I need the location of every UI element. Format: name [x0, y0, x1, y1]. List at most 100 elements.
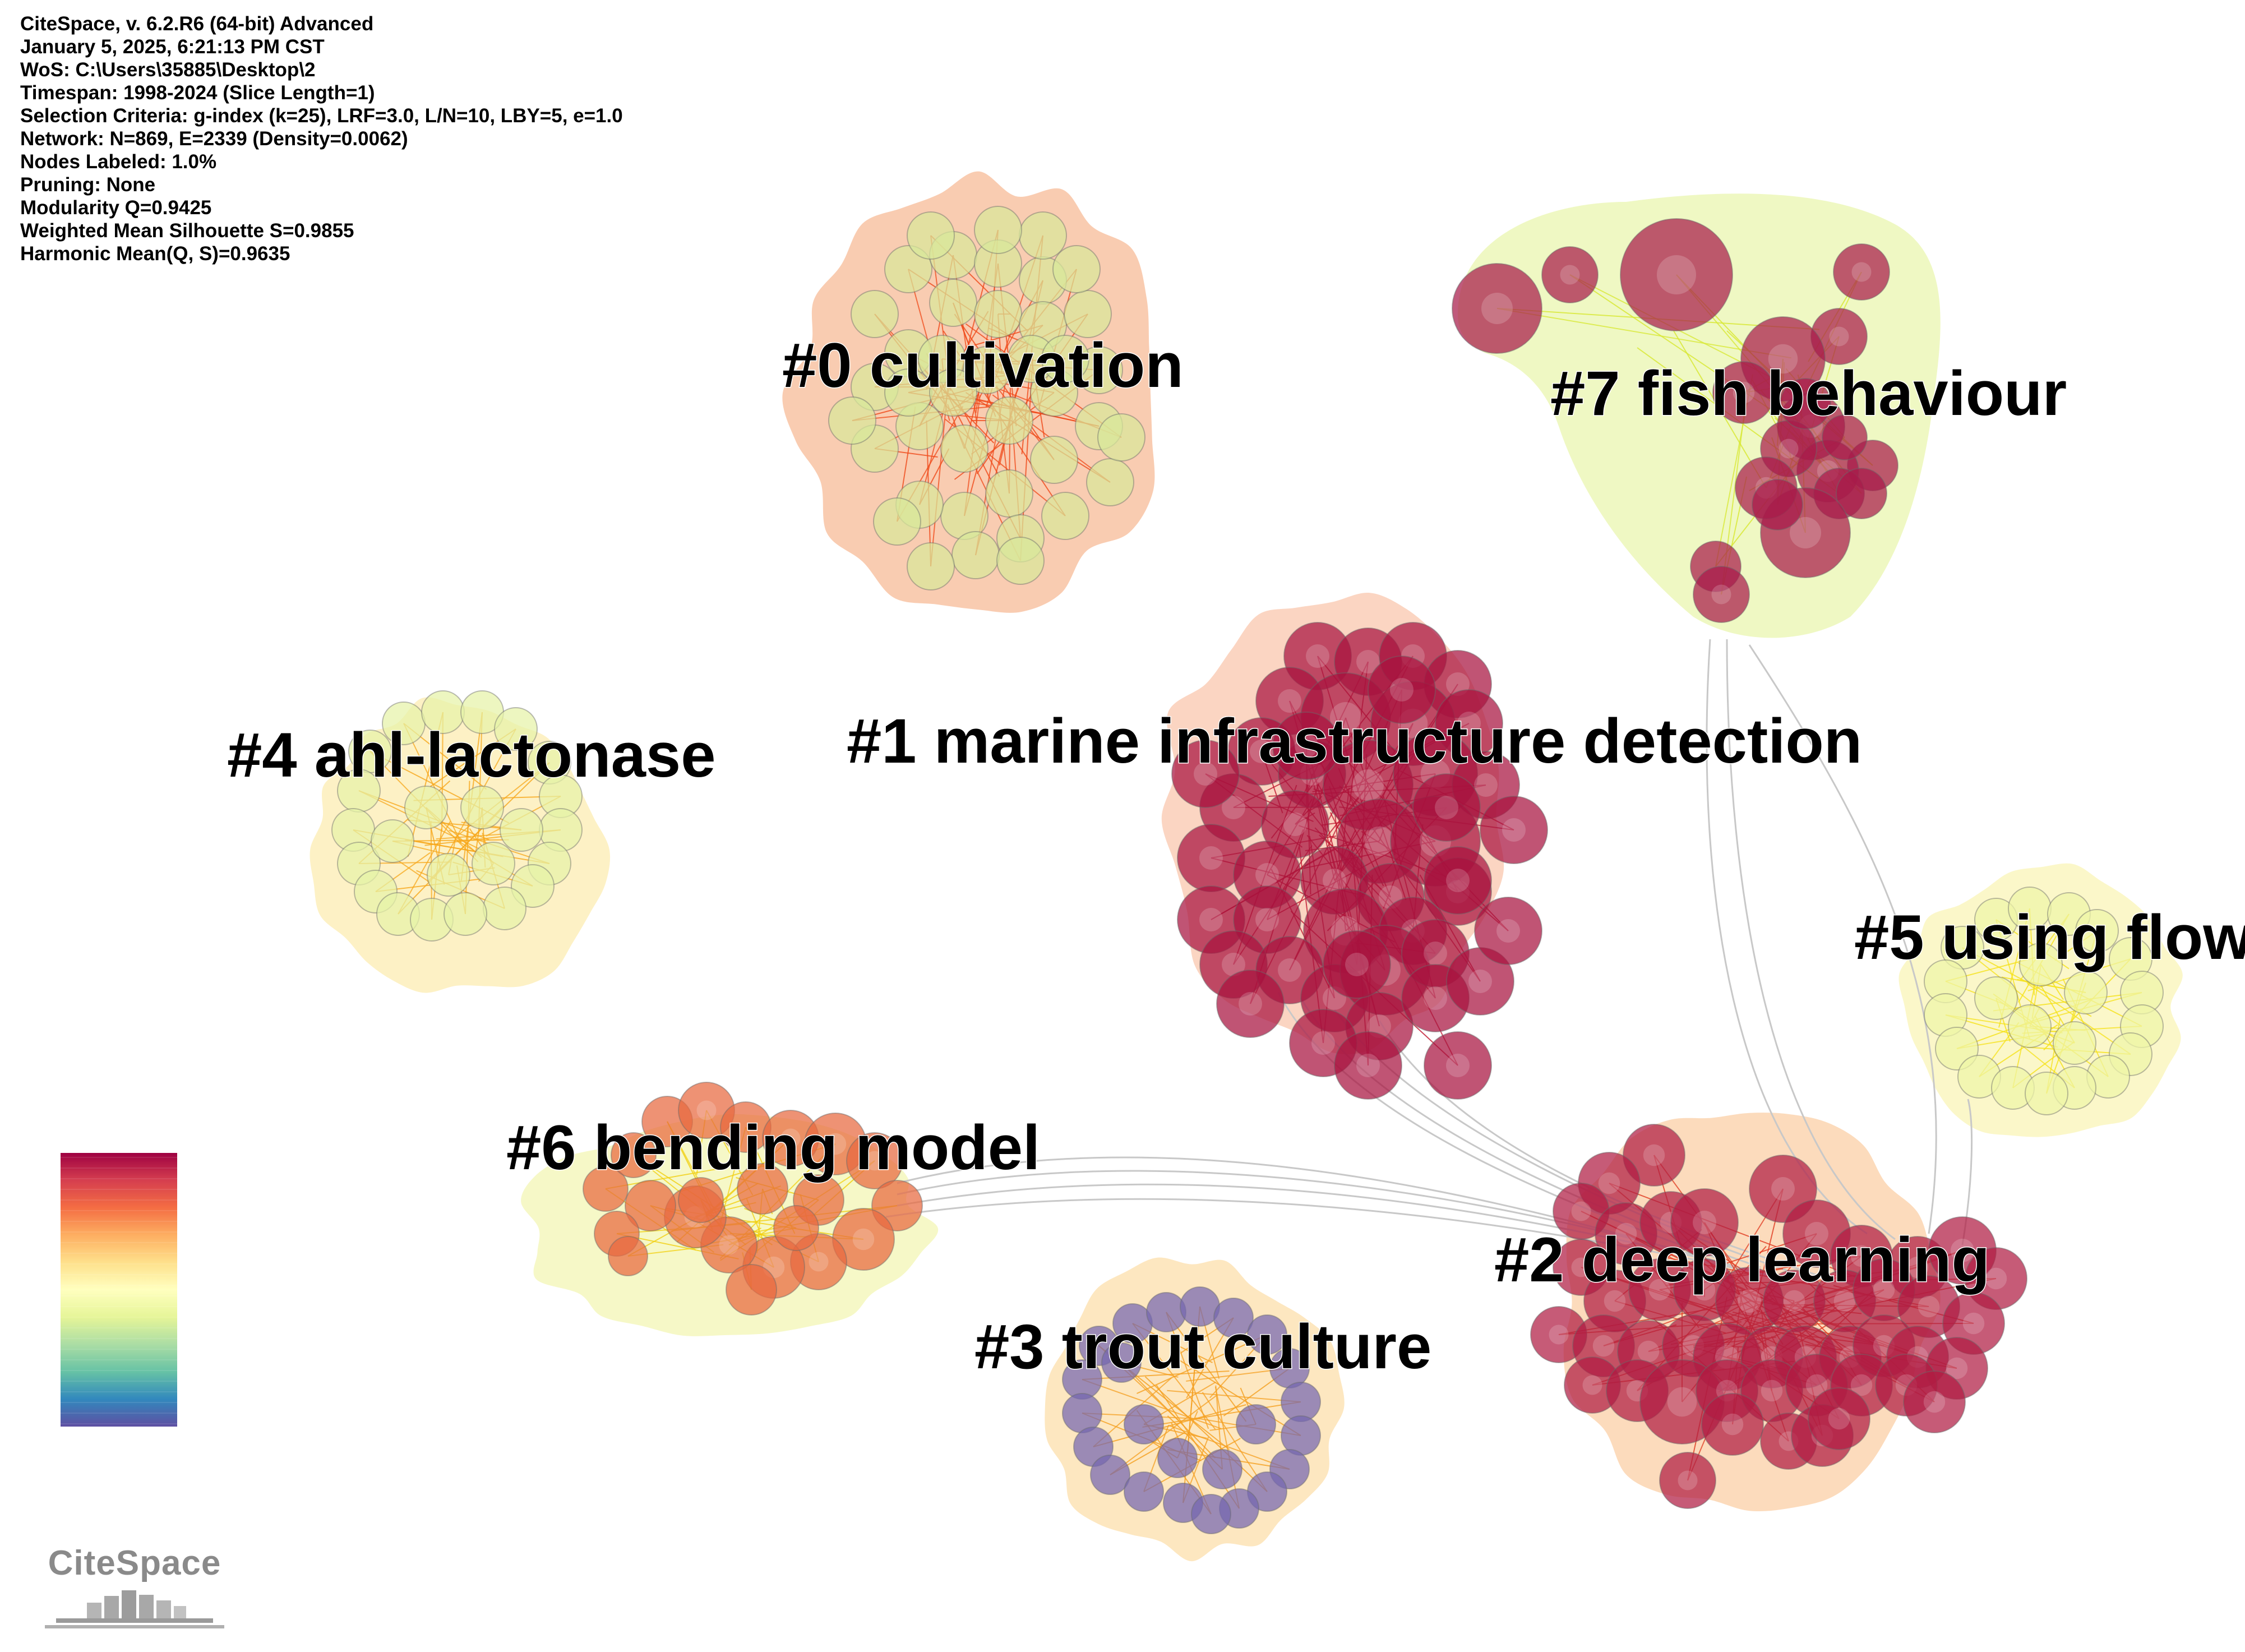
citation-node	[974, 290, 1022, 338]
citation-node	[460, 786, 504, 829]
citation-node	[2025, 1072, 2068, 1115]
citation-node	[1480, 796, 1548, 864]
year-color-legend	[61, 1153, 177, 1427]
citation-node	[1052, 245, 1101, 293]
citation-node	[985, 469, 1033, 518]
citation-node	[1620, 218, 1733, 331]
citation-node	[846, 1132, 903, 1189]
cluster-label: #1 marine infrastructure detection	[847, 706, 1862, 776]
citation-node	[1701, 1393, 1764, 1456]
citation-node	[832, 1208, 895, 1271]
info-line: Modularity Q=0.9425	[20, 197, 212, 219]
cluster-label: #4 ahl-lactonase	[227, 720, 716, 790]
citation-node	[371, 819, 414, 863]
info-line: Network: N=869, E=2339 (Density=0.0062)	[20, 128, 408, 150]
cluster-label: #6 bending model	[506, 1113, 1040, 1183]
citation-node	[1628, 1258, 1691, 1321]
citation-node	[444, 892, 487, 936]
citation-node	[678, 1082, 735, 1139]
citation-node	[940, 424, 988, 473]
citation-node	[404, 786, 448, 829]
citation-node	[472, 842, 515, 885]
citation-nodes	[331, 206, 2164, 1534]
citation-node	[483, 887, 526, 930]
citation-node	[1101, 1342, 1142, 1383]
citation-node	[2075, 909, 2119, 953]
citation-node	[1124, 1471, 1164, 1512]
citation-node	[608, 1236, 648, 1276]
citation-node	[2064, 971, 2108, 1014]
citation-node	[625, 1180, 676, 1231]
citation-node	[1368, 656, 1436, 724]
citation-node	[1030, 436, 1078, 484]
citation-node	[2008, 1004, 2052, 1048]
logo-graphic	[45, 1590, 224, 1628]
citation-node	[678, 1177, 724, 1223]
citation-node	[1712, 361, 1775, 424]
citation-node	[929, 368, 977, 417]
citation-node	[1019, 211, 1067, 260]
citation-node	[851, 290, 899, 338]
info-line: Pruning: None	[20, 174, 156, 196]
citation-node	[996, 537, 1045, 585]
citation-node	[1124, 1404, 1164, 1445]
cluster-label: #7 fish behaviour	[1550, 358, 2067, 428]
citation-node	[884, 245, 932, 293]
citation-node	[773, 1205, 819, 1251]
citation-node	[907, 211, 955, 260]
citation-node	[611, 1132, 657, 1178]
citation-node	[1247, 1314, 1287, 1355]
citation-node	[929, 279, 977, 327]
citation-node	[1808, 1387, 1870, 1450]
cluster-labels: #0 cultivation#1 marine infrastructure d…	[227, 330, 2245, 1383]
citation-node	[1452, 263, 1542, 354]
info-line: January 5, 2025, 6:21:13 PM CST	[20, 36, 325, 58]
citation-node	[1822, 414, 1868, 460]
citation-node	[907, 542, 955, 590]
logo-text: CiteSpace	[48, 1544, 221, 1582]
citation-node	[762, 1110, 819, 1167]
info-line: WoS: C:\Users\35885\Desktop\2	[20, 59, 316, 81]
citation-node	[1424, 846, 1492, 915]
info-line: Timespan: 1998-2024 (Slice Length=1)	[20, 82, 375, 104]
citation-node	[583, 1166, 629, 1212]
citation-node	[1670, 1188, 1739, 1257]
citation-node	[1659, 1452, 1716, 1509]
citation-node	[1202, 1449, 1242, 1489]
citation-node	[1236, 1404, 1276, 1445]
citation-node	[985, 396, 1033, 445]
citation-node	[1157, 1438, 1198, 1478]
citespace-logo: CiteSpace	[34, 1536, 235, 1643]
legend-gradient-bar	[61, 1153, 177, 1427]
citation-node	[1064, 290, 1112, 338]
citation-node	[1261, 790, 1329, 859]
citation-node	[1191, 1494, 1231, 1534]
citation-node	[1752, 479, 1803, 530]
citation-node	[494, 707, 538, 751]
info-line: CiteSpace, v. 6.2.R6 (64-bit) Advanced	[20, 13, 374, 35]
citation-node	[1272, 712, 1341, 780]
citation-node	[1086, 458, 1134, 506]
inter-cluster-link	[1748, 644, 1937, 1234]
citation-node	[1090, 1455, 1130, 1495]
citation-node	[963, 346, 1011, 394]
citation-node	[1903, 1370, 1966, 1433]
citation-node	[1097, 413, 1145, 462]
citation-node	[427, 853, 470, 897]
citation-node	[873, 497, 921, 546]
citation-node	[1474, 897, 1542, 965]
citation-node	[1974, 976, 2018, 1020]
citation-node	[1541, 246, 1599, 303]
citation-node	[2019, 943, 2063, 986]
citation-node	[1836, 468, 1887, 519]
info-line: Nodes Labeled: 1.0%	[20, 151, 217, 173]
citation-node	[1693, 566, 1750, 623]
citation-node	[1780, 378, 1831, 430]
citation-node	[1564, 1356, 1621, 1414]
citation-node	[1412, 773, 1481, 842]
citation-node	[1424, 1031, 1492, 1100]
info-line: Weighted Mean Silhouette S=0.9855	[20, 220, 354, 242]
citation-node	[1213, 1298, 1254, 1338]
